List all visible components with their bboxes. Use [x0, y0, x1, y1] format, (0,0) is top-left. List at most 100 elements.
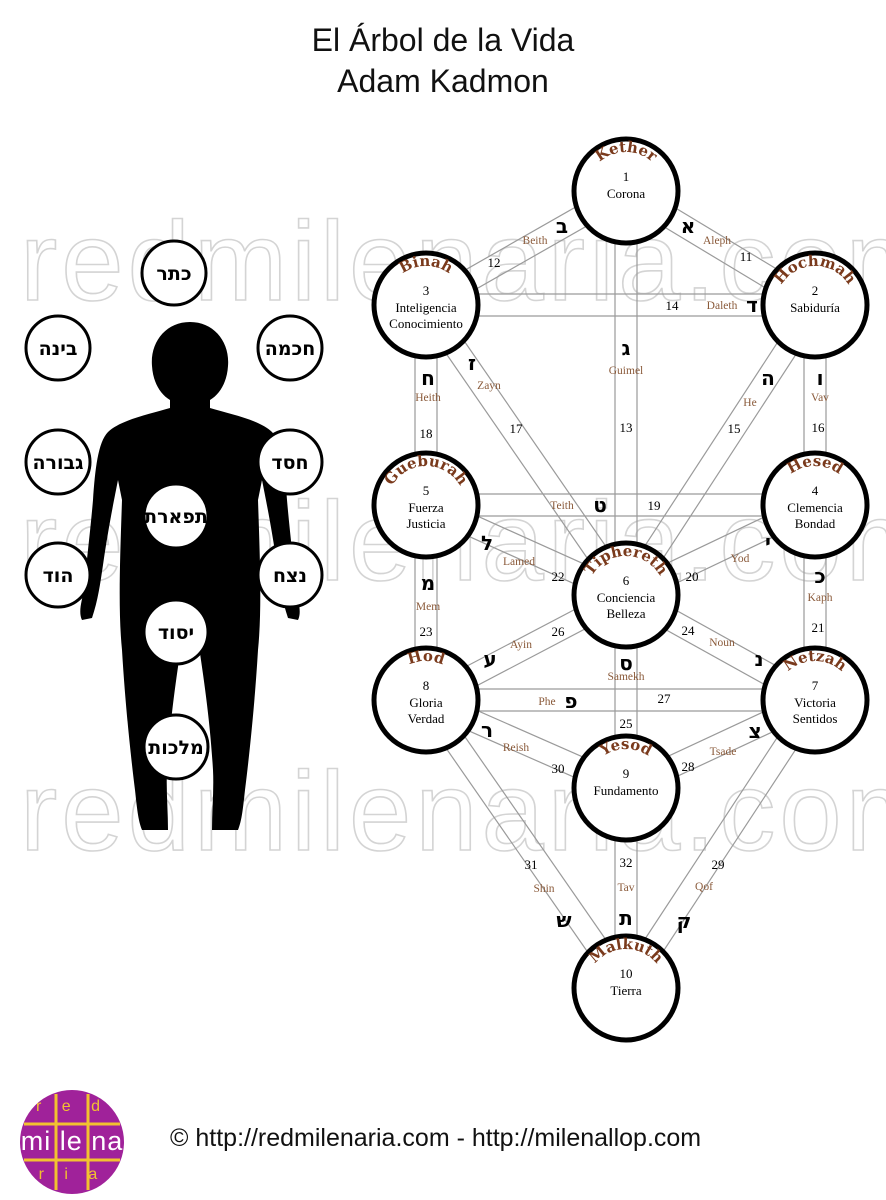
path-letter-name: Phe — [538, 696, 555, 708]
sefira-circle — [571, 540, 681, 650]
path-letter-name: Noun — [709, 637, 735, 649]
path-letter-name: Teith — [550, 500, 574, 512]
body-sefira-hebrew: מלכות — [148, 737, 204, 759]
footer-copyright: © http://redmilenaria.com - http://milen… — [170, 1124, 702, 1152]
sefira-name: Hod — [405, 647, 447, 669]
path-letter-name: Samekh — [607, 671, 644, 683]
path-edge — [634, 705, 825, 995]
body-sefira-gevurah: גבורה — [24, 428, 92, 496]
path-letter-name: Ayin — [510, 639, 532, 651]
path-number: 21 — [812, 620, 825, 635]
sefira-number: 7 — [812, 678, 819, 693]
path-number: 29 — [712, 857, 725, 872]
sefira-circle — [571, 933, 681, 1043]
path-letter-name: Reish — [503, 742, 529, 754]
path-letter-name: He — [743, 397, 756, 409]
path-number: 15 — [728, 421, 741, 436]
sefira-number: 1 — [623, 169, 630, 184]
body-sefira-hebrew: בינה — [39, 338, 78, 360]
path-edge — [616, 298, 807, 590]
body-sefira-circle — [256, 314, 324, 382]
body-sefira-hebrew: הוד — [43, 565, 74, 587]
path-edge — [434, 298, 636, 590]
sefira-number: 4 — [812, 483, 819, 498]
sefira-circle — [571, 733, 681, 843]
path-hebrew-letter: ל — [481, 531, 493, 555]
body-sefira-hebrew: חכמה — [265, 338, 316, 360]
sefira-meaning: Conciencia — [597, 590, 656, 605]
path-number: 26 — [552, 624, 566, 639]
body-sefira-netzach: נצח — [256, 541, 324, 609]
logo-bottom-text: r i a — [38, 1166, 106, 1183]
milenaria-logo: r e d mi le na r i a — [20, 1090, 124, 1194]
body-sefira-circle — [24, 314, 92, 382]
path-number: 19 — [648, 498, 661, 513]
adam-kadmon-figure — [80, 322, 300, 830]
path-letter-name: Tav — [617, 882, 634, 894]
sefira-circle — [760, 250, 870, 360]
path-letter-name: Qof — [695, 881, 713, 893]
sefira-meaning: Fundamento — [594, 783, 659, 798]
sefira-meaning: Conocimiento — [389, 316, 463, 331]
path-31-channel — [416, 693, 636, 995]
sefira-meaning: Clemencia — [787, 500, 843, 515]
diagram-subtitle: Adam Kadmon — [337, 63, 549, 99]
sefira-number: 3 — [423, 283, 430, 298]
path-edge — [416, 310, 618, 602]
path-letter-name: Aleph — [703, 235, 731, 247]
path-letter-name: Tsade — [710, 746, 737, 758]
path-hebrew-letter: א — [681, 214, 696, 238]
body-sefira-hebrew: כתר — [156, 263, 191, 285]
path-hebrew-letter: ת — [619, 906, 633, 930]
path-hebrew-letter: ט — [593, 493, 607, 517]
path-letter-name: Lamed — [503, 556, 535, 568]
path-edge — [616, 693, 807, 983]
path-14-channel — [426, 293, 815, 317]
path-number: 27 — [658, 691, 672, 706]
path-number: 12 — [488, 255, 501, 270]
path-19-channel — [426, 493, 815, 517]
path-letter-name: Beith — [523, 235, 548, 247]
sefira-meaning: Corona — [607, 186, 646, 201]
sefira-meaning: Justicia — [407, 516, 446, 531]
path-number: 24 — [682, 623, 696, 638]
body-sefira-hebrew: חסד — [271, 452, 308, 474]
path-number: 31 — [525, 857, 538, 872]
path-hebrew-letter: ק — [677, 909, 692, 933]
path-hebrew-letter: ח — [421, 366, 435, 390]
sefira-meaning: Victoria — [794, 695, 836, 710]
path-hebrew-letter: מ — [421, 571, 435, 595]
body-sefira-circle — [24, 541, 92, 609]
path-letter-name: Mem — [416, 601, 440, 613]
sefira-circle — [760, 645, 870, 755]
sefira-circle — [371, 645, 481, 755]
sefira-meaning: Bondad — [795, 516, 836, 531]
path-hebrew-letter: ש — [556, 908, 571, 932]
path-edge — [434, 693, 636, 983]
sefira-number: 2 — [812, 283, 819, 298]
path-letter-name: Kaph — [808, 592, 833, 604]
sefira-name-path: Hod — [405, 647, 447, 669]
sefira-circle — [371, 250, 481, 360]
sefira-circle — [571, 136, 681, 246]
body-sefira-circle — [256, 428, 324, 496]
sefira-circle — [371, 450, 481, 560]
sefira-meaning: Fuerza — [408, 500, 444, 515]
body-sefira-hod: הוד — [24, 541, 92, 609]
